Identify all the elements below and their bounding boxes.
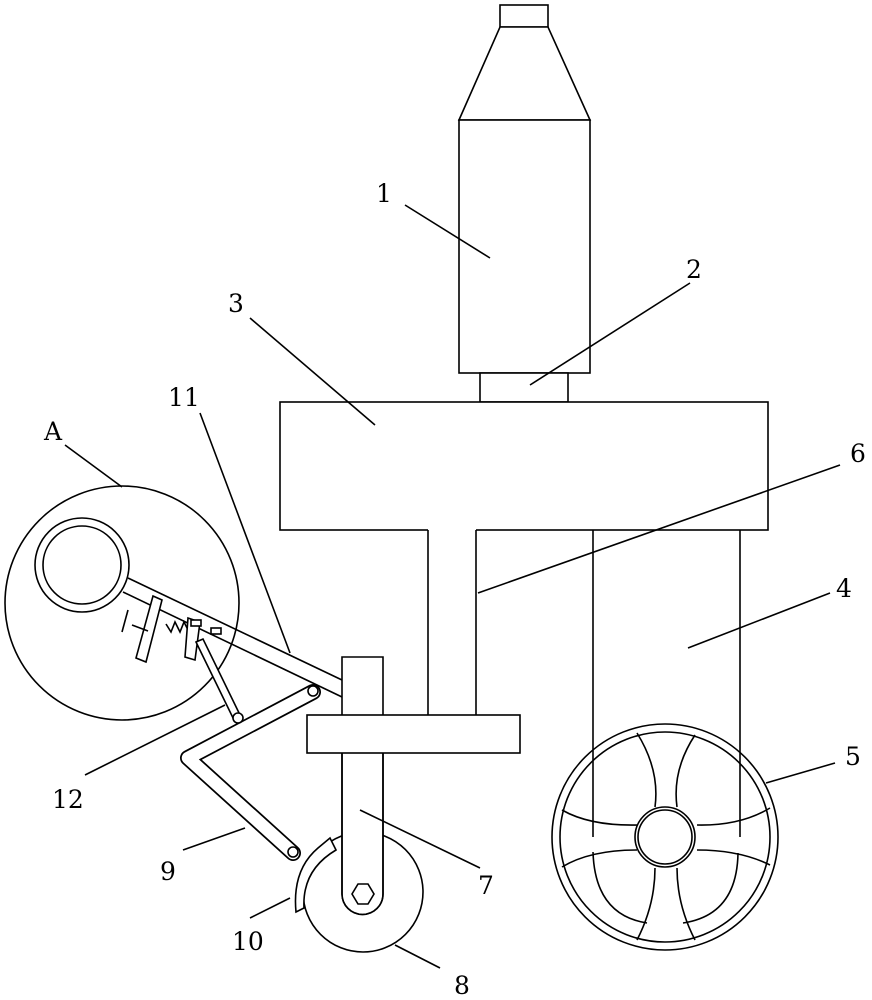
label-5: 5 <box>845 742 861 771</box>
detail-circle-a <box>5 486 239 720</box>
label-2: 2 <box>686 255 702 284</box>
label-4: 4 <box>836 574 852 603</box>
label-6: 6 <box>850 439 866 468</box>
body-cylinder <box>459 120 590 373</box>
part-9-lever <box>188 686 318 857</box>
part-4-support <box>593 530 740 837</box>
part-1-body <box>459 5 590 373</box>
label-7: 7 <box>478 871 494 900</box>
label-12: 12 <box>52 785 84 814</box>
label-8: 8 <box>454 971 470 1000</box>
nozzle-cone <box>459 27 590 120</box>
label-10: 10 <box>232 927 264 956</box>
label-a: A <box>43 417 63 446</box>
part-5-wheel <box>552 724 778 950</box>
label-11: 11 <box>168 383 200 412</box>
part-11-rod <box>35 518 342 697</box>
label-3: 3 <box>228 289 244 318</box>
label-9: 9 <box>160 857 176 886</box>
hex-bolt <box>352 884 374 904</box>
part-6-pillar <box>428 528 476 718</box>
label-1: 1 <box>376 179 392 208</box>
part-2-connector <box>480 373 568 402</box>
nozzle-tip <box>500 5 548 27</box>
part-6-crossbar <box>307 715 520 753</box>
part-7-arm <box>342 657 383 914</box>
part-3-frame-box <box>280 402 768 530</box>
